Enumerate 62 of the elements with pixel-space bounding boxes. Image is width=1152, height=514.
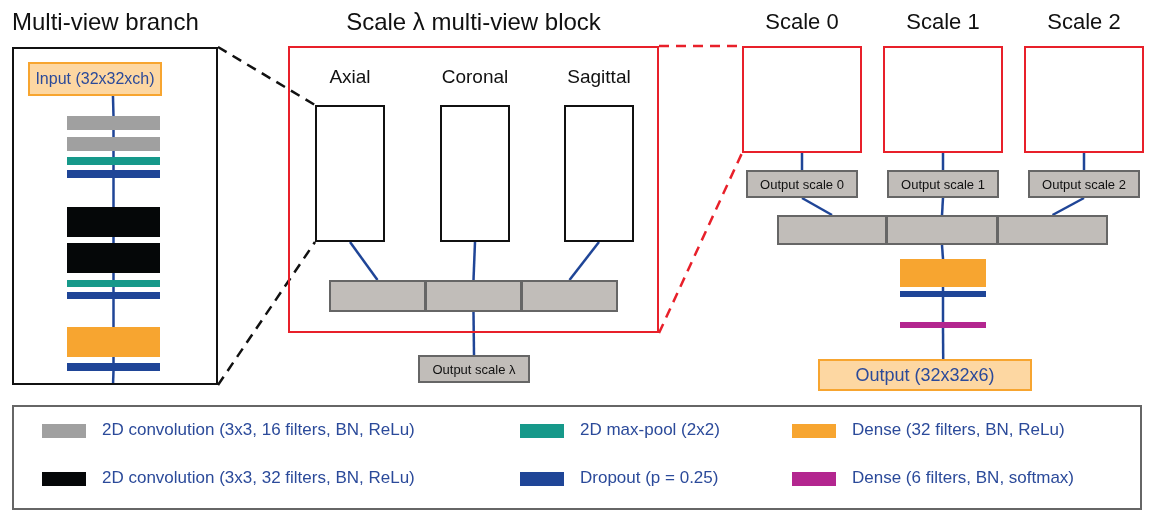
connector-line xyxy=(112,237,115,243)
legend-label: 2D convolution (3x3, 16 filters, BN, ReLu) xyxy=(102,420,415,440)
concat-block xyxy=(777,215,887,245)
output-box: Output scale 1 xyxy=(887,170,999,198)
view-label: Sagittal xyxy=(566,65,632,89)
panel-heading: Scale λ multi-view block xyxy=(345,7,602,37)
connector-line xyxy=(112,178,115,207)
panel-heading: Multi-view branch xyxy=(12,7,200,37)
connector-line xyxy=(112,165,115,170)
connector-line xyxy=(111,95,115,117)
view-label: Coronal xyxy=(440,65,510,89)
input-box: Input (32x32xch) xyxy=(28,62,162,96)
connector-line xyxy=(112,299,115,327)
output-box: Output scale 2 xyxy=(1028,170,1140,198)
scale-label: Scale 2 xyxy=(1046,8,1122,36)
layer-bar xyxy=(67,116,160,130)
layer-bar xyxy=(67,292,160,299)
zoom-line xyxy=(217,45,316,107)
legend-label: 2D max-pool (2x2) xyxy=(580,420,720,440)
layer-bar xyxy=(900,259,986,287)
connector-line xyxy=(1051,196,1085,217)
layer-bar xyxy=(67,137,160,151)
connector-line xyxy=(112,273,115,280)
connector-line xyxy=(568,241,600,281)
zoom-line xyxy=(216,241,317,386)
connector-line xyxy=(940,197,945,216)
layer-bar xyxy=(900,291,986,297)
layer-bar xyxy=(67,363,160,371)
concat-block xyxy=(521,280,618,312)
zoom-line xyxy=(657,152,744,334)
scale-label: Scale 0 xyxy=(764,8,840,36)
layer-bar xyxy=(67,207,160,237)
connector-line xyxy=(941,297,945,322)
connector-line xyxy=(112,151,115,157)
concat-block xyxy=(997,215,1108,245)
layer-bar xyxy=(67,280,160,287)
concat-block xyxy=(886,215,998,245)
layer-bar xyxy=(67,170,160,178)
legend-label: Dense (32 filters, BN, ReLu) xyxy=(852,420,1065,440)
connector-line xyxy=(472,312,476,355)
layer-bar xyxy=(67,243,160,273)
scale-label: Scale 1 xyxy=(905,8,981,36)
layer-bar xyxy=(67,157,160,165)
legend-label: Dense (6 filters, BN, softmax) xyxy=(852,468,1074,488)
connector-line xyxy=(112,357,115,363)
legend-label: Dropout (p = 0.25) xyxy=(580,468,719,488)
connector-line xyxy=(349,241,379,281)
layer-bar xyxy=(900,322,986,328)
connector-line xyxy=(940,244,945,260)
concat-block xyxy=(329,280,426,312)
legend-label: 2D convolution (3x3, 32 filters, BN, ReLu) xyxy=(102,468,415,488)
layer-bar xyxy=(67,327,160,357)
connector-line xyxy=(941,328,945,359)
connector-line xyxy=(112,130,115,137)
connector-line xyxy=(801,196,833,217)
output-box: Output (32x32x6) xyxy=(818,359,1032,391)
output-box: Output scale λ xyxy=(418,355,530,383)
connector-line xyxy=(112,287,115,292)
view-label: Axial xyxy=(328,65,372,89)
output-box: Output scale 0 xyxy=(746,170,858,198)
concat-block xyxy=(425,280,522,312)
connector-line xyxy=(472,241,477,281)
